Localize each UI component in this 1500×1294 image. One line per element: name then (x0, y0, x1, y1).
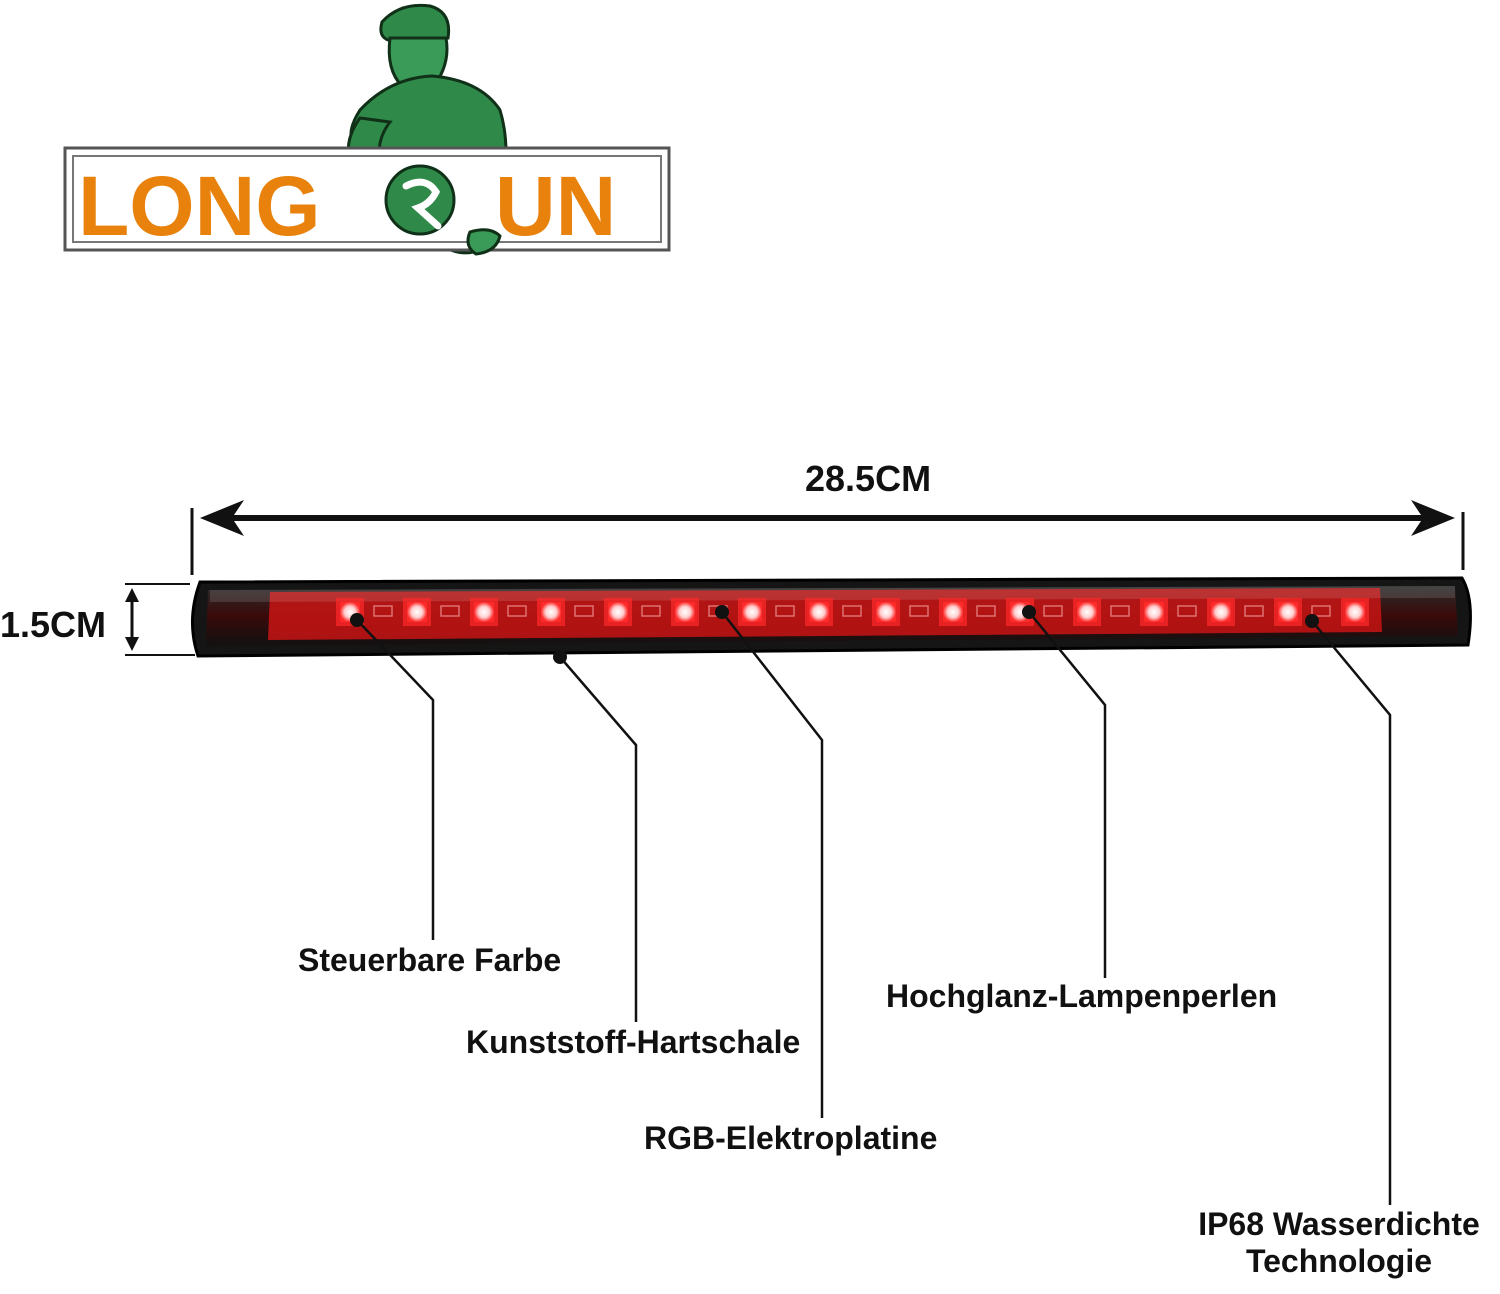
led-chip (1144, 602, 1164, 622)
led-chip (407, 602, 427, 622)
led-chip (1345, 602, 1365, 622)
led-chip (809, 602, 829, 622)
led-chip (1077, 602, 1097, 622)
leader-line-pcb (721, 611, 824, 1118)
led-chip (608, 602, 628, 622)
led-bar (190, 576, 1472, 658)
pcb-resistor-pad (373, 605, 393, 617)
pcb-resistor-pad (976, 605, 996, 617)
led-chip (876, 602, 896, 622)
pcb-resistor-pad (909, 605, 929, 617)
feature-label-ip68-line2: Technologie (1245, 1242, 1433, 1279)
led-chip (1278, 602, 1298, 622)
led-chip (541, 602, 561, 622)
callout-dot-color (350, 613, 364, 627)
led-chip (675, 602, 695, 622)
length-dimension (190, 500, 1465, 575)
leader-line-color (356, 619, 435, 940)
feature-label-ip68-line1: IP68 Wasserdichte (1198, 1206, 1480, 1242)
pcb-resistor-pad (775, 605, 795, 617)
callout-dot-ip68 (1305, 614, 1319, 628)
leader-line-ip68 (1311, 620, 1392, 1205)
logo-text-right: UN (495, 159, 616, 253)
pcb-resistor-pad (1110, 605, 1130, 617)
feature-label-beads: Hochglanz-Lampenperlen (886, 978, 1278, 1014)
pcb-resistor-pad (1244, 605, 1264, 617)
feature-label-ip68: IP68 Wasserdichte Technologie (1180, 1206, 1498, 1280)
height-label: 1.5CM (0, 604, 107, 645)
led-chip (742, 602, 762, 622)
callout-dot-shell (553, 650, 567, 664)
led-chip (474, 602, 494, 622)
leader-line-shell (559, 656, 638, 1022)
feature-label-pcb: RGB-Elektroplatine (644, 1120, 938, 1156)
callout-dot-pcb (715, 605, 729, 619)
led-chip (943, 602, 963, 622)
led-chip (1211, 602, 1231, 622)
pcb-resistor-pad (641, 605, 661, 617)
feature-label-color: Steuerbare Farbe (298, 942, 562, 978)
pcb-resistor-pad (842, 605, 862, 617)
logo-text-left: LONG (78, 159, 321, 253)
pcb-resistor-pad (574, 605, 594, 617)
pcb-resistor-pad (1043, 605, 1063, 617)
length-label: 28.5CM (805, 458, 932, 499)
callout-dot-beads (1022, 605, 1036, 619)
pcb-resistor-pad (440, 605, 460, 617)
brand-logo: LONG UN (63, 3, 671, 256)
height-dimension (125, 583, 195, 656)
pcb-resistor-pad (1311, 605, 1331, 617)
feature-label-shell: Kunststoff-Hartschale (466, 1024, 801, 1060)
pcb-resistor-pad (507, 605, 527, 617)
leader-line-beads (1028, 611, 1107, 978)
pcb-resistor-pad (1177, 605, 1197, 617)
